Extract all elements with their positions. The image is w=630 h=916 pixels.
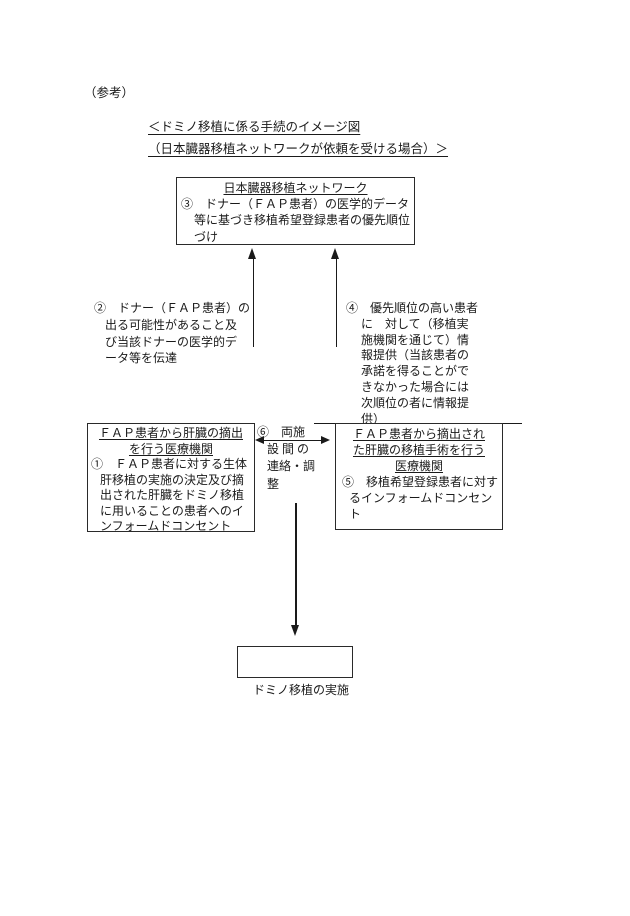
arrowhead-up-icon [248, 248, 257, 259]
arrowhead-down-icon [290, 625, 299, 636]
connector-top-segment [314, 422, 335, 424]
connector-overshoot-segment [502, 422, 522, 424]
transplant-box-title: ＦＡＰ患者から摘出され た肝臓の移植手術を行う 医療機関 [352, 427, 485, 473]
arrow-line [252, 258, 255, 347]
arrow-line [261, 439, 325, 442]
reference-label: （参考） [84, 86, 135, 100]
transplant-box-body: ⑤ 移植希望登録患者に対す るインフォームドコンセン ト [342, 475, 499, 521]
diagram-title: ＜ドミノ移植に係る手続のイメージ図 （日本臓器移植ネットワークが依頼を受ける場合… [148, 116, 448, 161]
procurement-box-body: ① ＦＡＰ患者に対する生体 肝移植の実施の決定及び摘 出された肝臓をドミノ移植 … [91, 457, 248, 533]
procurement-hospital-box: ＦＡＰ患者から肝臓の摘出 を行う医療機関 ① ＦＡＰ患者に対する生体 肝移植の実… [87, 423, 255, 533]
network-box: 日本臓器移植ネットワーク ③ ドナー（ＦＡＰ患者）の医学的データ 等に基づき移植… [176, 177, 415, 245]
arrow-line [335, 258, 338, 347]
diagram-title-line-1: ＜ドミノ移植に係る手続のイメージ図 [148, 120, 361, 134]
execution-box: ドミノ移植の実施 [237, 646, 353, 697]
arrowhead-right-icon [321, 436, 330, 444]
arrow-line [295, 503, 297, 626]
network-box-title: 日本臓器移植ネットワーク [223, 181, 368, 195]
annotation-step-6: ⑥ 両施 設 間 の 連絡・調 整 [257, 425, 316, 491]
procurement-box-title: ＦＡＰ患者から肝臓の摘出 を行う医療機関 [98, 426, 243, 456]
diagram-title-line-2: （日本臓器移植ネットワークが依頼を受ける場合）＞ [148, 142, 449, 157]
network-box-body: ③ ドナー（ＦＡＰ患者）の医学的データ 等に基づき移植希望登録患者の優先順位 づ… [181, 197, 411, 244]
execution-box-label: ドミノ移植の実施 [252, 683, 349, 697]
annotation-step-4: ④ 優先順位の高い患者 に 対して（移植実 施機関を通じて）情 報提供（当該患者… [346, 301, 479, 426]
annotation-step-2: ② ドナー（ＦＡＰ患者）の 出る可能性があること及 び当該ドナーの医学的デ ータ… [94, 301, 251, 366]
arrowhead-up-icon [331, 248, 340, 259]
transplant-hospital-box: ＦＡＰ患者から摘出され た肝臓の移植手術を行う 医療機関 ⑤ 移植希望登録患者に… [335, 423, 503, 530]
arrowhead-left-icon [255, 436, 264, 444]
